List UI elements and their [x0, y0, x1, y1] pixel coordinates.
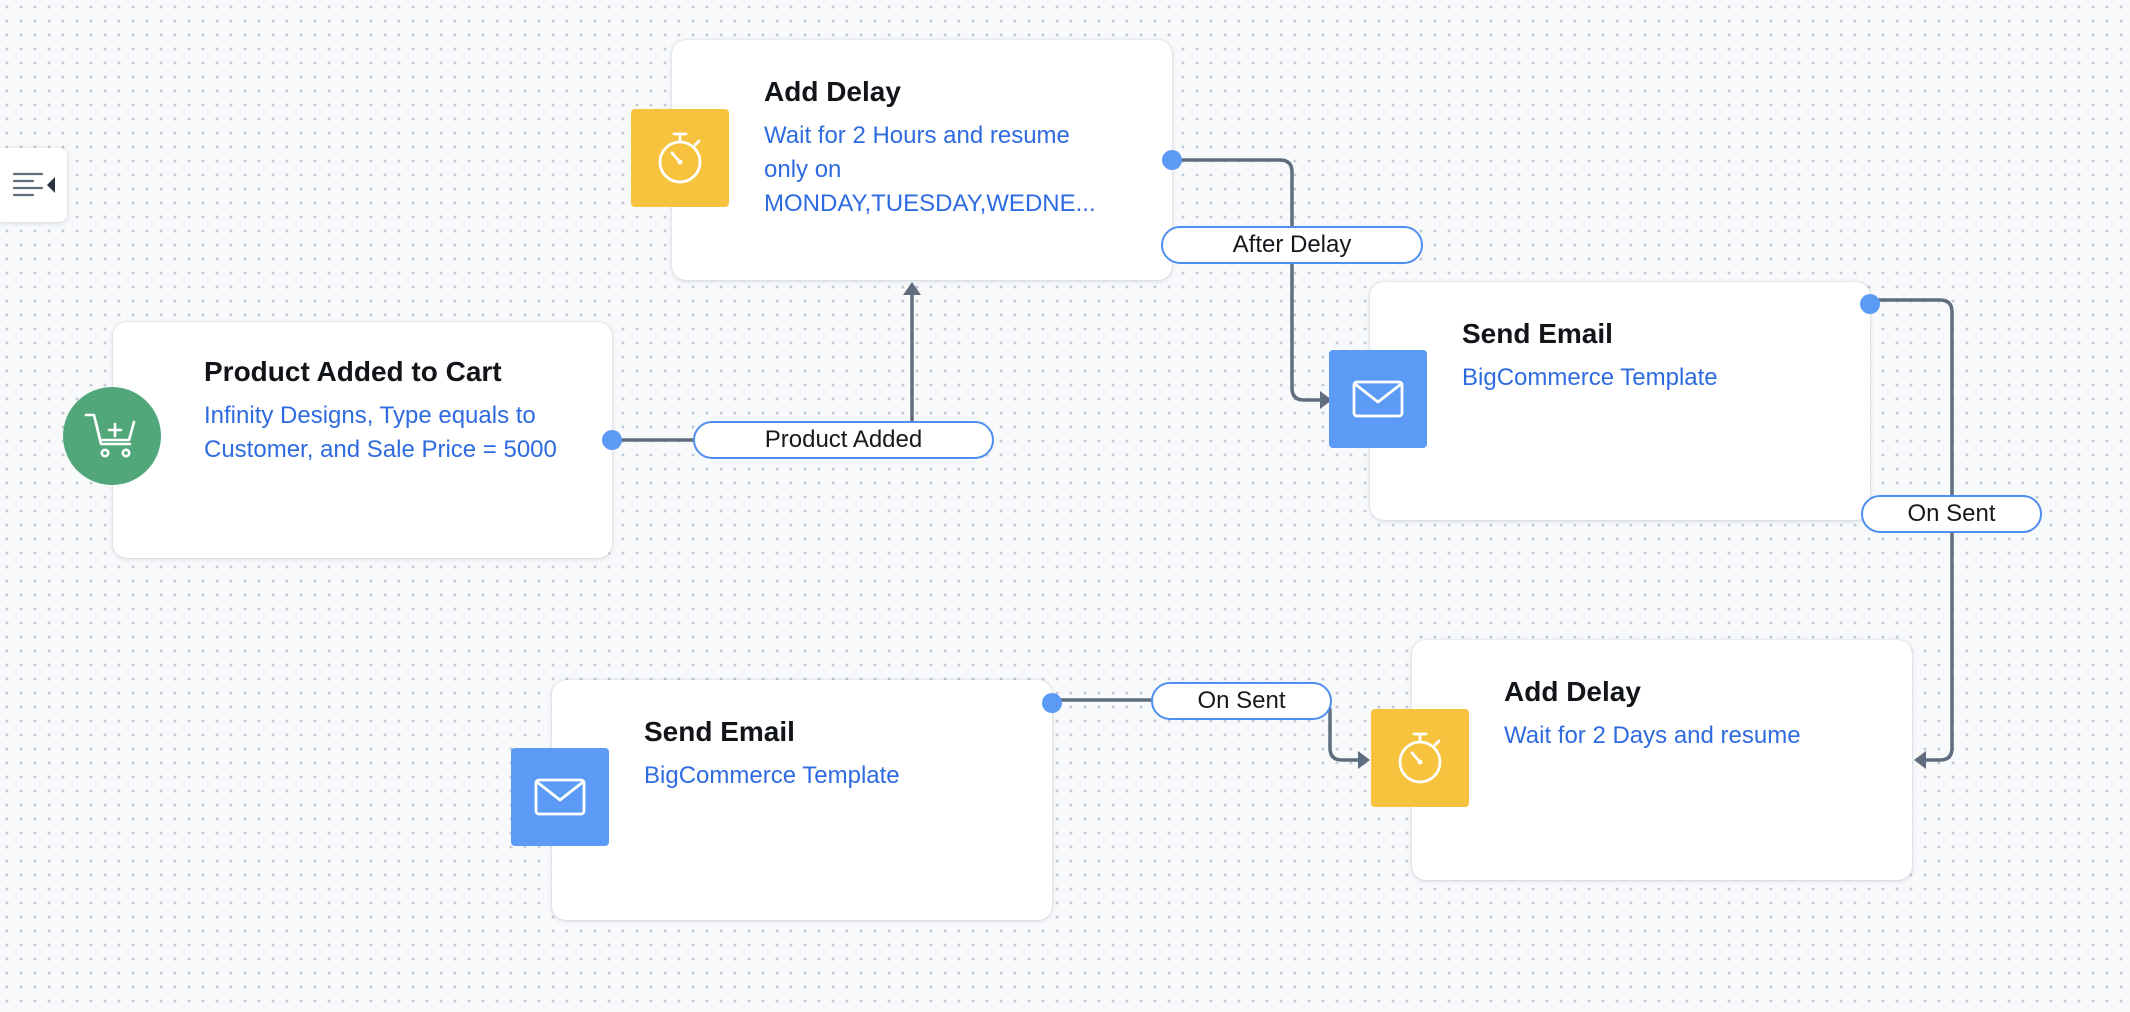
node-title: Product Added to Cart — [204, 356, 502, 387]
cart-plus-icon — [84, 413, 136, 458]
envelope-icon — [1352, 380, 1404, 418]
delay-icon-tile — [631, 109, 729, 207]
stopwatch-icon — [1398, 732, 1442, 784]
email-2-output-port[interactable] — [1042, 693, 1062, 713]
node-send-email-1[interactable]: Send Email BigCommerce Template — [1370, 282, 1870, 520]
node-add-delay-1[interactable]: Add Delay Wait for 2 Hours and resume on… — [672, 40, 1172, 280]
connector-product-added — [612, 288, 914, 442]
connector-after-delay — [1172, 158, 1322, 402]
delay-icon-tile — [1371, 709, 1469, 807]
menu-collapse-icon — [12, 172, 55, 197]
arrowhead-right — [1320, 391, 1332, 409]
node-add-delay-2[interactable]: Add Delay Wait for 2 Days and resume — [1412, 640, 1912, 880]
sidebar-toggle-button[interactable] — [0, 148, 67, 222]
node-title: Send Email — [1462, 318, 1613, 349]
node-description: Wait for 2 Hours and resume only on MOND… — [764, 122, 1096, 217]
node-title: Add Delay — [764, 76, 901, 107]
edge-label-product-added[interactable]: Product Added — [693, 421, 994, 459]
email-icon-tile — [1329, 350, 1427, 448]
node-description: Wait for 2 Days and resume — [1504, 722, 1801, 749]
node-product-added-to-cart[interactable]: Product Added to Cart Infinity Designs, … — [113, 322, 612, 558]
arrowhead-left — [1914, 751, 1926, 769]
node-description: BigCommerce Template — [644, 762, 900, 789]
edge-label-after-delay[interactable]: After Delay — [1161, 226, 1423, 264]
email-1-output-port[interactable] — [1860, 294, 1880, 314]
envelope-icon — [534, 778, 586, 816]
node-description: Infinity Designs, Type equals to Custome… — [204, 402, 557, 463]
arrowhead-up — [903, 282, 921, 295]
edge-label-on-sent[interactable]: On Sent — [1151, 682, 1332, 720]
node-description: BigCommerce Template — [1462, 364, 1718, 391]
email-icon-tile — [511, 748, 609, 846]
stopwatch-icon — [658, 132, 702, 184]
arrowhead-right — [1358, 751, 1370, 769]
delay-1-output-port[interactable] — [1162, 150, 1182, 170]
node-title: Send Email — [644, 716, 795, 747]
edge-label-on-sent[interactable]: On Sent — [1861, 495, 2042, 533]
trigger-icon-badge — [63, 387, 161, 485]
node-title: Add Delay — [1504, 676, 1641, 707]
node-send-email-2[interactable]: Send Email BigCommerce Template — [552, 680, 1052, 920]
trigger-output-port[interactable] — [602, 430, 622, 450]
